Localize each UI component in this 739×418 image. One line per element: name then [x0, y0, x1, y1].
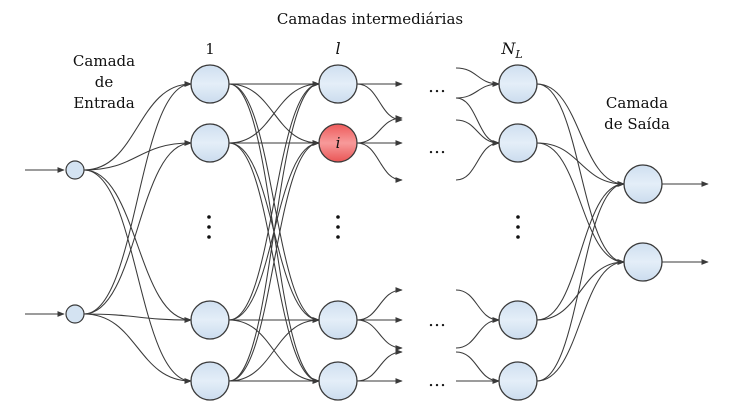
- edge-l1n3-lln1: [228, 140, 320, 382]
- input-layer: [65, 160, 85, 324]
- edge-l1n1-lln0: [228, 81, 320, 144]
- hidden-layer-1: [190, 64, 230, 401]
- edge-in0-l1n1: [83, 140, 192, 171]
- layerNL-node-3: [498, 300, 538, 340]
- layerl-node-4: [318, 361, 358, 401]
- edge-stub1-1: [455, 119, 500, 146]
- edge-l1n3-lln0: [228, 81, 320, 382]
- edge-lln2-fan0: [356, 287, 403, 321]
- edge-stub2-1: [455, 317, 500, 349]
- highlight-node-label: i: [336, 134, 341, 152]
- edge-nln3-out1: [536, 259, 625, 382]
- input-node-1: [65, 160, 85, 180]
- diagram-title: Camadas intermediárias: [277, 10, 463, 28]
- layerNL-node-4: [498, 361, 538, 401]
- horizontal-ellipsis-4: …: [428, 370, 446, 391]
- hidden-layer-l: [318, 64, 358, 401]
- edge-lln1-fan0: [356, 115, 403, 144]
- input-node-2: [65, 304, 85, 324]
- edge-nln1-out0: [536, 142, 625, 187]
- layerNL-node-2: [498, 123, 538, 163]
- input-label-line-2: de: [95, 73, 114, 91]
- layer-label-subscript-L: L: [514, 48, 522, 61]
- horizontal-ellipsis-1: …: [428, 76, 446, 97]
- layerl-node-1: [318, 64, 358, 104]
- edge-lln0-fan1: [356, 83, 403, 123]
- edge-stub1-2: [455, 140, 500, 181]
- edge-stub3-0: [455, 351, 500, 384]
- output-label-line-1: Camada: [606, 94, 668, 112]
- output-label-line-2: de Saída: [604, 115, 670, 133]
- layerNL-node-1: [498, 64, 538, 104]
- edge-in1-l1n2: [83, 313, 192, 323]
- input-label-line-3: Entrada: [73, 94, 134, 112]
- layer-label-NL: NL: [500, 39, 522, 61]
- edge-lln3-fan0: [356, 349, 403, 382]
- edge-nln0-out0: [536, 83, 625, 187]
- edge-l1n3-lln2: [228, 317, 320, 382]
- horizontal-ellipsis-2: …: [428, 137, 446, 158]
- edge-nln2-out0: [536, 181, 625, 321]
- edge-l1n2-lln0: [228, 81, 320, 321]
- layer-label-N: N: [500, 39, 516, 58]
- edge-nln3-out0: [536, 181, 625, 382]
- hidden-layer-NL: [498, 64, 538, 401]
- edge-stub2-0: [455, 289, 500, 323]
- output-layer: [623, 164, 663, 282]
- highlighted-node-i: [318, 123, 358, 163]
- vertical-ellipsis-layer1: [207, 215, 211, 239]
- layer-label-l: l: [335, 39, 340, 58]
- layer1-node-2: [190, 123, 230, 163]
- edge-nln1-out1: [536, 142, 625, 265]
- output-node-2: [623, 242, 663, 282]
- connection-edges: [25, 67, 709, 384]
- layer1-node-4: [190, 361, 230, 401]
- horizontal-ellipsis-3: …: [428, 310, 446, 331]
- edge-nln2-out1: [536, 259, 625, 321]
- edge-in0-l1n2: [83, 169, 192, 323]
- edge-in0-l1n0: [83, 81, 192, 171]
- edge-lln1-fan2: [356, 142, 403, 183]
- edge-stub0-0: [455, 67, 500, 87]
- edge-nln0-out1: [536, 83, 625, 265]
- edge-in1-l1n3: [83, 313, 192, 384]
- edge-in1-l1n0: [83, 81, 192, 315]
- input-label-line-1: Camada: [73, 52, 135, 70]
- layer-label-1: 1: [205, 40, 215, 58]
- layer1-node-3: [190, 300, 230, 340]
- vertical-ellipsis-layerl: [336, 215, 340, 239]
- edge-stub0-1: [455, 81, 500, 99]
- layerl-node-3: [318, 300, 358, 340]
- edge-in0-l1n3: [83, 169, 192, 384]
- output-node-1: [623, 164, 663, 204]
- edge-lln2-fan2: [356, 319, 403, 351]
- layer1-node-1: [190, 64, 230, 104]
- edge-in1-l1n1: [83, 140, 192, 315]
- vertical-ellipsis-layerNL: [516, 215, 520, 239]
